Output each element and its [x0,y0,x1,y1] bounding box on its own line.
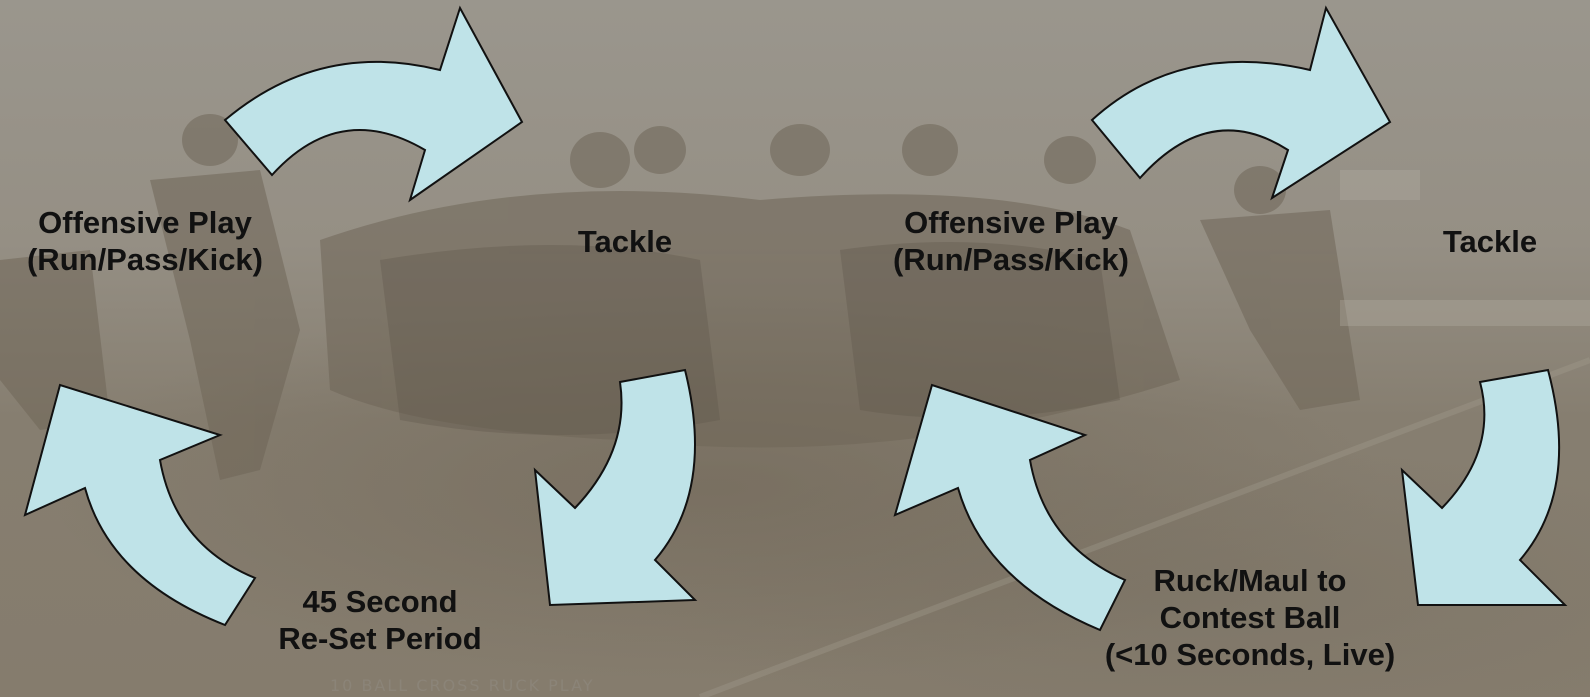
arrow-reset-to-offense-left [23,383,257,627]
label-offensive-play-left: Offensive Play (Run/Pass/Kick) [26,205,263,277]
label-ruck-maul: Ruck/Maul to Contest Ball (<10 Seconds, … [1104,563,1396,672]
arrow-offense-to-tackle-right [1090,5,1392,201]
label-offensive-play-right: Offensive Play (Run/Pass/Kick) [892,205,1129,277]
arrow-ruck-to-offense-right [893,383,1127,632]
photo-caption: 10 BALL CROSS RUCK PLAY [330,676,595,695]
label-tackle-right: Tackle [1442,224,1538,259]
label-tackle-left: Tackle [577,224,673,259]
label-reset-period: 45 Second Re-Set Period [278,584,482,656]
arrow-tackle-to-ruck-right [1400,368,1568,606]
arrow-tackle-to-reset-left [533,368,698,607]
arrow-offense-to-tackle-left [223,5,524,203]
